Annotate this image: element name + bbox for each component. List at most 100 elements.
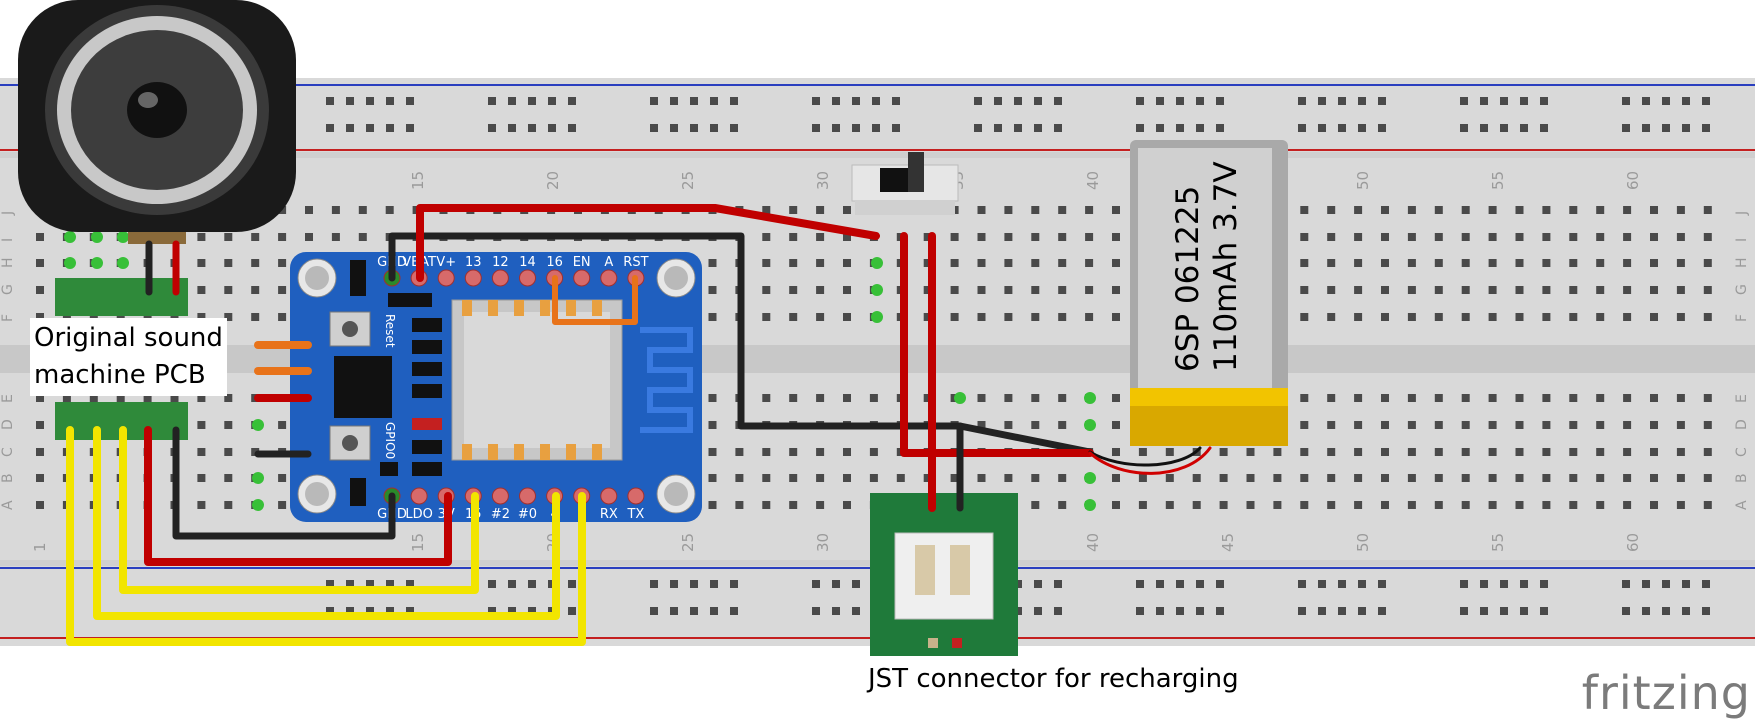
bb-hole (869, 474, 878, 482)
bb-hole (1596, 394, 1605, 402)
rail-hole (548, 124, 556, 132)
bb-hole (170, 394, 179, 402)
bb-hole (708, 259, 717, 267)
bb-hole (1407, 448, 1416, 456)
bb-hole (1112, 233, 1120, 241)
row-letter: J (1734, 211, 1750, 216)
bb-hole (1488, 286, 1497, 294)
rail-hole (1014, 97, 1022, 105)
bb-hole (762, 233, 771, 241)
rail-hole (1540, 97, 1548, 105)
rail-hole (386, 580, 394, 588)
esp-gpio0-label: GPIO0 (383, 422, 397, 459)
bb-hole (1515, 474, 1524, 482)
bb-hole (1676, 421, 1685, 429)
bb-hole (36, 474, 44, 482)
bb-hole (1246, 501, 1255, 509)
bb-hole (1031, 394, 1040, 402)
rail-hole (326, 97, 334, 105)
row-letter: F (0, 314, 16, 322)
bb-hole (708, 474, 717, 482)
rail-hole (1460, 97, 1468, 105)
rail-separator-top (0, 152, 1755, 158)
bb-hole (762, 286, 771, 294)
rail-hole (1176, 607, 1184, 615)
bb-hole (36, 394, 44, 402)
bb-hole (923, 259, 932, 267)
rail-hole (1034, 607, 1042, 615)
rail-hole (892, 124, 900, 132)
bb-hole (1354, 259, 1363, 267)
bb-hole (1300, 233, 1309, 241)
wire-red-3v (144, 426, 452, 566)
bb-hole (143, 394, 152, 402)
bb-hole (1300, 474, 1309, 482)
rail-hole (1500, 124, 1508, 132)
bb-hole (1407, 286, 1416, 294)
esp-top-pin (519, 269, 536, 287)
bb-hole (1515, 286, 1524, 294)
bb-hole (1327, 206, 1336, 214)
bb-hole (224, 233, 233, 241)
rail-hole (1500, 97, 1508, 105)
fritzing-logo: fritzing (1581, 666, 1751, 720)
bb-hole (1569, 259, 1578, 267)
rail-hole (1298, 607, 1306, 615)
bb-hole (1515, 206, 1524, 214)
bb-hole (1246, 474, 1255, 482)
bb-hole (1434, 259, 1443, 267)
bb-hole (923, 313, 932, 321)
bb-hole (1461, 474, 1470, 482)
row-letter: H (0, 257, 16, 268)
rail-hole (812, 97, 820, 105)
esp-top-pin-label: A (604, 255, 613, 270)
bb-hole (1596, 259, 1605, 267)
bb-hole (1058, 474, 1067, 482)
bb-hole (977, 259, 986, 267)
bb-hole (1676, 286, 1685, 294)
bb-hole (1623, 286, 1632, 294)
bb-hole (708, 313, 717, 321)
bb-hole (1515, 448, 1524, 456)
bb-hole (1165, 501, 1174, 509)
bb-hole (36, 421, 44, 429)
rail-hole (1014, 124, 1022, 132)
bb-hole (1327, 233, 1336, 241)
bb-hole (1219, 448, 1228, 456)
column-number: 20 (544, 171, 562, 190)
rail-hole (1216, 124, 1224, 132)
active-hole (871, 311, 883, 323)
bb-hole (1434, 394, 1443, 402)
bb-hole (1327, 313, 1336, 321)
bb-hole (1058, 259, 1067, 267)
rail-hole (1054, 607, 1062, 615)
bb-hole (1031, 286, 1040, 294)
esp-top-pin (600, 269, 618, 287)
rail-hole (1682, 580, 1690, 588)
esp-top-pin (573, 269, 591, 287)
bb-hole (1112, 286, 1120, 294)
bb-hole (1623, 233, 1632, 241)
column-number: 30 (814, 171, 832, 190)
bb-hole (1515, 313, 1524, 321)
bb-hole (1327, 448, 1336, 456)
bb-hole (224, 474, 233, 482)
column-number: 40 (1084, 533, 1102, 552)
bb-hole (278, 474, 287, 482)
rail-hole (650, 124, 658, 132)
bb-hole (816, 286, 825, 294)
rail-hole (508, 580, 516, 588)
bb-hole (1354, 206, 1363, 214)
speaker (18, 0, 296, 244)
active-hole (954, 392, 966, 404)
bb-hole (1703, 394, 1712, 402)
bb-hole (869, 394, 878, 402)
bb-hole (1676, 233, 1685, 241)
bb-hole (1058, 394, 1067, 402)
bb-hole (1515, 421, 1524, 429)
bb-hole (89, 313, 98, 321)
bb-hole (762, 259, 771, 267)
bb-hole (923, 474, 932, 482)
bb-hole (816, 233, 825, 241)
bb-hole (789, 448, 798, 456)
